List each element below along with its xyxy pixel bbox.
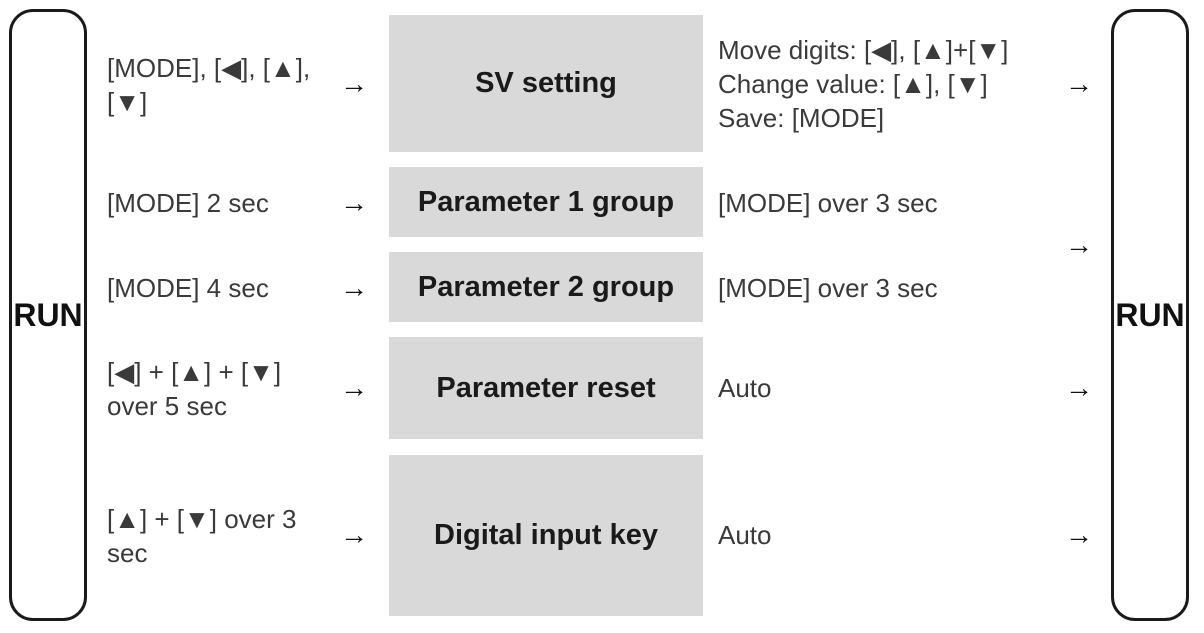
trigger-line: sec xyxy=(107,538,148,568)
stage-label: SV setting xyxy=(475,67,617,99)
trigger-line: [MODE] 2 sec xyxy=(107,188,269,218)
action-parameter-2-group: [MODE] over 3 sec xyxy=(718,271,1058,305)
stage-label: Parameter 2 group xyxy=(417,270,675,303)
run-right-label: RUN xyxy=(1115,296,1185,333)
action-parameter-reset: Auto xyxy=(718,371,1058,405)
action-line: Save: [MODE] xyxy=(718,103,885,133)
trigger-line: [MODE] 4 sec xyxy=(107,273,269,303)
arrow-right-icon: → xyxy=(1065,519,1093,550)
action-digital-input-key: Auto xyxy=(718,518,1058,552)
stage-digital-input-key: Digital input key xyxy=(389,455,703,616)
stage-parameter-1-group: Parameter 1 group xyxy=(389,167,703,237)
arrow-right-icon: → xyxy=(340,519,368,550)
run-state-right: RUN xyxy=(1111,9,1189,621)
action-line: Auto xyxy=(718,520,772,550)
action-line: Auto xyxy=(718,373,772,403)
arrow-right-icon: → xyxy=(1065,229,1093,260)
trigger-line: [▲] + [▼] over 3 xyxy=(107,504,297,534)
arrow-right-icon: → xyxy=(340,372,368,403)
arrow-right-icon: → xyxy=(340,187,368,218)
stage-parameter-2-group: Parameter 2 group xyxy=(389,252,703,322)
stage-label: Parameter 1 group xyxy=(417,185,675,218)
trigger-line: over 5 sec xyxy=(107,391,227,421)
arrow-right-icon: → xyxy=(1065,68,1093,99)
action-parameter-1-group: [MODE] over 3 sec xyxy=(718,186,1058,220)
stage-label: Digital input key xyxy=(434,519,658,551)
trigger-parameter-1-group: [MODE] 2 sec xyxy=(107,186,332,220)
trigger-digital-input-key: [▲] + [▼] over 3 sec xyxy=(107,502,332,570)
arrow-right-icon: → xyxy=(1065,372,1093,403)
action-sv-setting: Move digits: [◀], [▲]+[▼] Change value: … xyxy=(718,33,1058,135)
trigger-line: [▼] xyxy=(107,87,148,117)
arrow-right-icon: → xyxy=(340,68,368,99)
arrow-right-icon: → xyxy=(340,272,368,303)
trigger-line: [MODE], [◀], [▲], xyxy=(107,53,311,83)
action-line: Change value: [▲], [▼] xyxy=(718,69,988,99)
run-left-label: RUN xyxy=(13,296,83,333)
trigger-parameter-2-group: [MODE] 4 sec xyxy=(107,271,332,305)
stage-sv-setting: SV setting xyxy=(389,15,703,152)
stage-label: Parameter reset xyxy=(436,371,656,404)
trigger-line: [◀] + [▲] + [▼] xyxy=(107,357,282,387)
stage-parameter-reset: Parameter reset xyxy=(389,337,703,439)
action-line: [MODE] over 3 sec xyxy=(718,273,938,303)
action-line: [MODE] over 3 sec xyxy=(718,188,938,218)
action-line: Move digits: [◀], [▲]+[▼] xyxy=(718,35,1009,65)
trigger-sv-setting: [MODE], [◀], [▲], [▼] xyxy=(107,51,332,119)
trigger-parameter-reset: [◀] + [▲] + [▼] over 5 sec xyxy=(107,355,332,423)
run-state-left: RUN xyxy=(9,9,87,621)
